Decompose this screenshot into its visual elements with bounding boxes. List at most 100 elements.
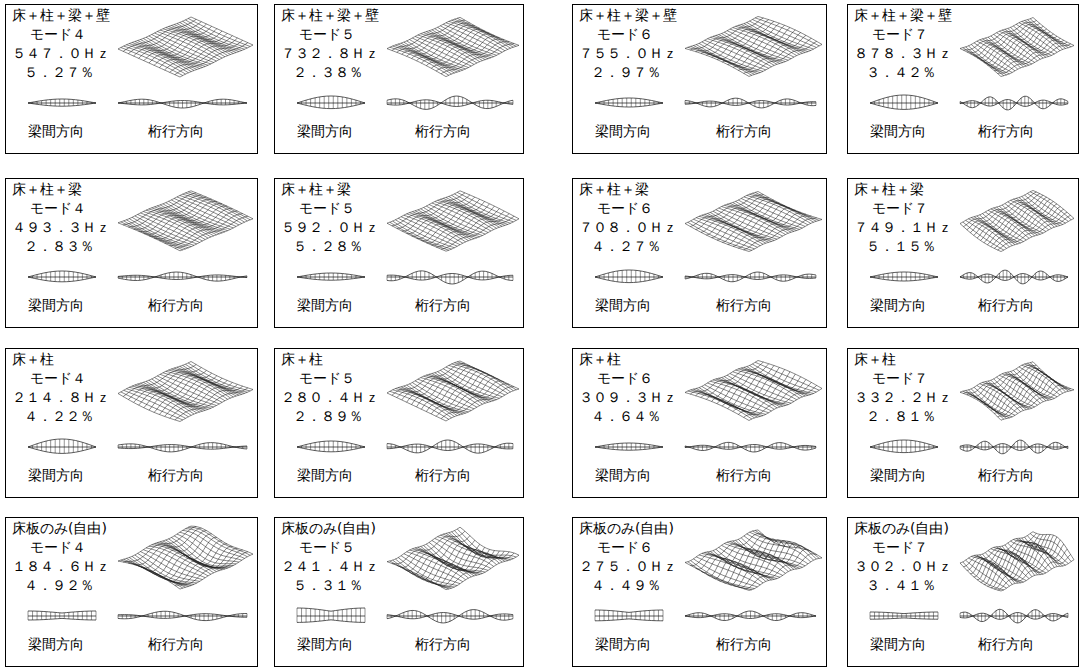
mode-number: モード６ (597, 539, 653, 556)
mode-panel: 床＋柱モード７ ３３２．２Ｈｚ ２．８１％ 梁間方向 桁行方向 (847, 348, 1079, 498)
direction-label: 桁行方向 (415, 636, 471, 653)
mode-number: モード６ (597, 200, 653, 217)
damping-ratio: ２．９７％ (591, 64, 661, 81)
mode-number: モード７ (872, 26, 928, 43)
frequency: ２７５．０Ｈｚ (579, 558, 677, 575)
case-title: 床＋柱 (12, 351, 54, 368)
mode-number: モード４ (30, 539, 86, 556)
mode-panel: 床板のみ(自由)モード４１８４．６Ｈｚ４．９２％梁間方向桁行方向 (5, 517, 258, 667)
frequency: ５４７．０Ｈｚ (12, 45, 110, 62)
direction-label: 桁行方向 (415, 123, 471, 140)
mode-number: モード７ (872, 200, 928, 217)
damping-ratio: ２．８９％ (293, 408, 363, 425)
mode-number: モード７ (872, 539, 928, 556)
mode-panel: 床＋柱＋梁＋壁モード４５４７．０Ｈｚ５．２７％梁間方向桁行方向 (5, 4, 258, 154)
direction-label: 桁行方向 (415, 297, 471, 314)
damping-ratio: ４．６４％ (591, 408, 661, 425)
mode-panel: 床＋柱＋梁＋壁モード５７３２．８Ｈｚ２．３８％梁間方向桁行方向 (274, 4, 524, 154)
direction-label: 梁間方向 (870, 123, 926, 140)
mode-panel: 床＋柱モード４ ２１４．８Ｈｚ ４．２２％ 梁間方向 桁行方向 (5, 348, 258, 498)
damping-ratio: ４．２２％ (24, 408, 94, 425)
mode-panel: 床＋柱モード５２８０．４Ｈｚ２．８９％梁間方向桁行方向 (274, 348, 524, 498)
mode-number: モード４ (30, 26, 86, 43)
direction-label: 梁間方向 (870, 636, 926, 653)
direction-label: 桁行方向 (716, 636, 772, 653)
direction-label: 梁間方向 (595, 636, 651, 653)
case-title: 床＋柱＋梁＋壁 (281, 7, 379, 24)
direction-label: 梁間方向 (28, 297, 84, 314)
case-title: 床板のみ(自由) (281, 520, 376, 537)
damping-ratio: ４．９２％ (24, 577, 94, 594)
direction-label: 梁間方向 (28, 467, 84, 484)
direction-label: 桁行方向 (148, 467, 204, 484)
direction-label: 梁間方向 (297, 297, 353, 314)
damping-ratio: ５．３１％ (293, 577, 363, 594)
case-title: 床＋柱＋梁 (281, 181, 351, 198)
mode-panel: 床＋柱＋梁モード４４９３．３Ｈｚ２．８３％梁間方向桁行方向 (5, 178, 258, 328)
direction-label: 梁間方向 (595, 467, 651, 484)
case-title: 床板のみ(自由) (854, 520, 949, 537)
direction-label: 梁間方向 (28, 636, 84, 653)
case-title: 床＋柱＋梁＋壁 (12, 7, 110, 24)
mode-number: モード６ (597, 26, 653, 43)
mode-number: モード５ (299, 26, 355, 43)
case-title: 床＋柱＋梁＋壁 (854, 7, 952, 24)
frequency: ７５５．０Ｈｚ (579, 45, 677, 62)
frequency: ５９２．０Ｈｚ (281, 219, 379, 236)
direction-label: 桁行方向 (148, 636, 204, 653)
case-title: 床＋柱＋梁 (854, 181, 924, 198)
damping-ratio: ２．３８％ (293, 64, 363, 81)
case-title: 床＋柱 (579, 351, 621, 368)
frequency: ７０８．０Ｈｚ (579, 219, 677, 236)
mode-panel: 床＋柱＋梁＋壁モード７８７８．３Ｈｚ３．４２％梁間方向桁行方向 (847, 4, 1079, 154)
direction-label: 桁行方向 (415, 467, 471, 484)
frequency: ２１４．８Ｈｚ (12, 389, 110, 406)
direction-label: 桁行方向 (978, 297, 1034, 314)
mode-panel: 床＋柱＋梁モード５ ５９２．０Ｈｚ ５．２８％ 梁間方向 桁行方向 (274, 178, 524, 328)
direction-label: 梁間方向 (870, 297, 926, 314)
mode-number: モード４ (30, 370, 86, 387)
mode-number: モード４ (30, 200, 86, 217)
damping-ratio: ４．４９％ (591, 577, 661, 594)
frequency: １８４．６Ｈｚ (12, 558, 110, 575)
mode-panel: 床板のみ(自由) モード６ ２７５．０Ｈｚ ４．４９％ 梁間方向 桁行方向 (572, 517, 827, 667)
direction-label: 桁行方向 (978, 467, 1034, 484)
frequency: ３３２．２Ｈｚ (854, 389, 952, 406)
direction-label: 梁間方向 (297, 467, 353, 484)
frequency: ８７８．３Ｈｚ (854, 45, 952, 62)
frequency: ３０２．０Ｈｚ (854, 558, 952, 575)
damping-ratio: ３．４１％ (866, 577, 936, 594)
frequency: ７３２．８Ｈｚ (281, 45, 379, 62)
damping-ratio: ５．２８％ (293, 238, 363, 255)
frequency: ２８０．４Ｈｚ (281, 389, 379, 406)
damping-ratio: ５．２７％ (24, 64, 94, 81)
mode-panel: 床＋柱＋梁モード７ ７４９．１Ｈｚ ５．１５％ 梁間方向 桁行方向 (847, 178, 1079, 328)
direction-label: 梁間方向 (28, 123, 84, 140)
mode-panel: 床＋柱＋梁モード６７０８．０Ｈｚ４．２７％梁間方向桁行方向 (572, 178, 827, 328)
damping-ratio: ２．８１％ (866, 408, 936, 425)
case-title: 床＋柱 (854, 351, 896, 368)
direction-label: 梁間方向 (595, 123, 651, 140)
direction-label: 梁間方向 (870, 467, 926, 484)
direction-label: 桁行方向 (978, 636, 1034, 653)
direction-label: 桁行方向 (978, 123, 1034, 140)
case-title: 床＋柱＋梁 (12, 181, 82, 198)
mode-number: モード７ (872, 370, 928, 387)
case-title: 床＋柱＋梁＋壁 (579, 7, 677, 24)
direction-label: 桁行方向 (716, 297, 772, 314)
frequency: ２４１．４Ｈｚ (281, 558, 379, 575)
mode-number: モード６ (597, 370, 653, 387)
mode-panel: 床＋柱＋梁＋壁モード６ ７５５．０Ｈｚ ２．９７％ 梁間方向 桁行方向 (572, 4, 827, 154)
mode-panel: 床＋柱モード６ ３０９．３Ｈｚ ４．６４％ 梁間方向 桁行方向 (572, 348, 827, 498)
direction-label: 桁行方向 (716, 467, 772, 484)
direction-label: 桁行方向 (716, 123, 772, 140)
damping-ratio: ５．１５％ (866, 238, 936, 255)
frequency: ４９３．３Ｈｚ (12, 219, 110, 236)
frequency: ７４９．１Ｈｚ (854, 219, 952, 236)
mode-number: モード５ (299, 200, 355, 217)
case-title: 床板のみ(自由) (579, 520, 674, 537)
mode-number: モード５ (299, 370, 355, 387)
mode-panel: 床板のみ(自由) モード７ ３０２．０Ｈｚ ３．４１％ 梁間方向 桁行方向 (847, 517, 1079, 667)
damping-ratio: ２．８３％ (24, 238, 94, 255)
frequency: ３０９．３Ｈｚ (579, 389, 677, 406)
